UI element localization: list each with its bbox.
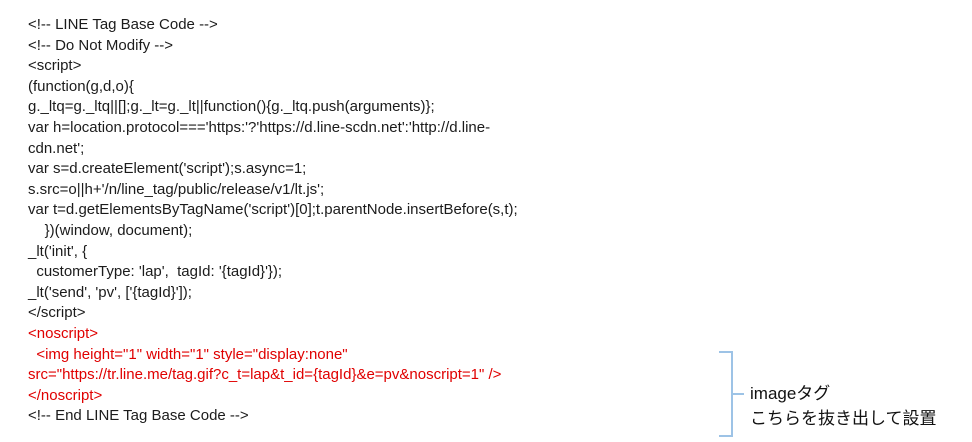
code-line: _lt('init', {	[28, 242, 88, 260]
code-line: <noscript>	[28, 324, 99, 342]
code-line: _lt('send', 'pv', ['{tagId}']);	[28, 283, 192, 301]
code-line: <!-- End LINE Tag Base Code -->	[28, 407, 249, 425]
code-line: </noscript>	[28, 386, 103, 404]
code-line: })(window, document);	[28, 221, 193, 239]
code-line: (function(g,d,o){	[28, 77, 134, 95]
code-line: <!-- LINE Tag Base Code -->	[28, 16, 218, 33]
code-line: </script>	[28, 304, 86, 322]
annotation-line-2: こちらを抜き出して設置	[750, 409, 937, 428]
code-line: var s=d.createElement('script');s.async=…	[28, 160, 307, 178]
code-line: g._ltq=g._ltq||[];g._lt=g._lt||function(…	[28, 98, 435, 116]
annotation-line-1: imageタグ	[750, 384, 831, 403]
code-line: s.src=o||h+'/n/line_tag/public/release/v…	[28, 180, 325, 198]
annotation-bracket	[719, 351, 744, 437]
code-line: var t=d.getElementsByTagName('script')[0…	[28, 201, 518, 219]
code-line: var h=location.protocol==='https:'?'http…	[28, 118, 491, 136]
annotation: imageタグ こちらを抜き出して設置	[750, 381, 937, 431]
code-block: <!-- LINE Tag Base Code --> <!-- Do Not M…	[28, 15, 718, 427]
code-line: <img height="1" width="1" style="display…	[28, 345, 348, 363]
code-line: customerType: 'lap', tagId: '{tagId}'});	[28, 263, 283, 281]
code-line: cdn.net';	[28, 139, 85, 157]
code-line: <script>	[28, 57, 82, 75]
code-line: src="https://tr.line.me/tag.gif?c_t=lap&…	[28, 366, 502, 384]
code-line: <!-- Do Not Modify -->	[28, 36, 174, 54]
